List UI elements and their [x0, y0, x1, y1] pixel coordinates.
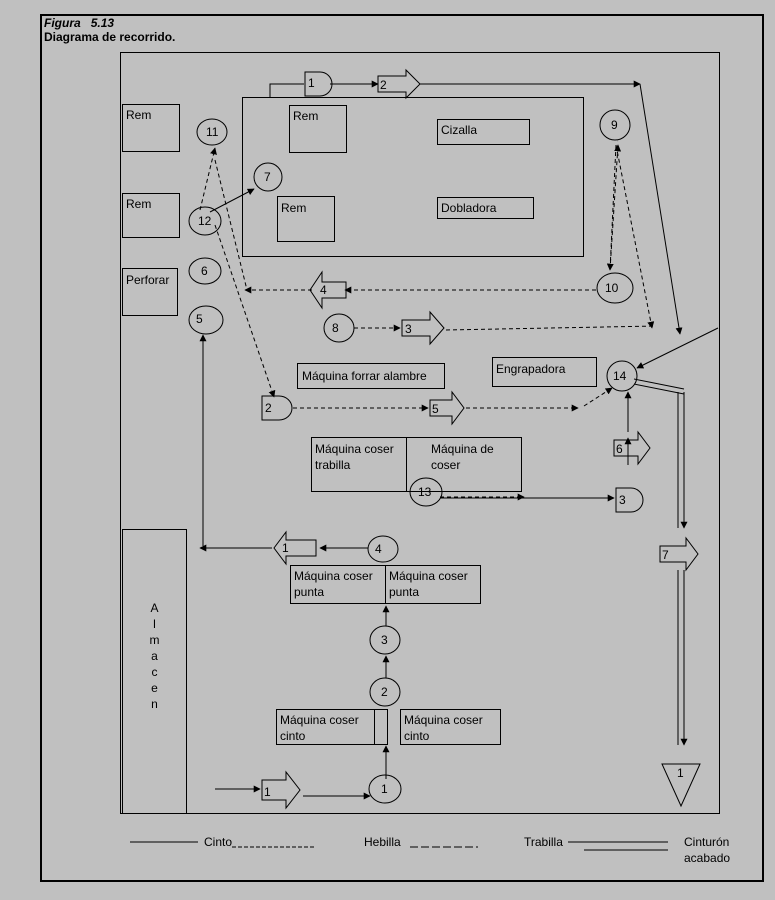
legend-trabilla: Trabilla [524, 835, 563, 849]
operation-3 [369, 625, 401, 655]
legend-acabado-1: Cinturón [684, 835, 730, 849]
operation-10 [596, 272, 634, 304]
transport-5-label: 5 [432, 402, 439, 416]
operation-8 [323, 313, 355, 343]
legend-acabado-2: acabado [684, 851, 731, 865]
area-perforar: Perforar [122, 268, 178, 316]
area-rem-2: Rem [122, 193, 180, 238]
area-coser-cinto-right: Máquina coser cinto [400, 709, 501, 745]
legend-hebilla: Hebilla [364, 835, 401, 849]
transport-6-label: 6 [616, 442, 623, 456]
area-coser-punta-right: Máquina coser punta [385, 565, 481, 604]
op-3-label: 3 [381, 633, 388, 647]
area-rem-4: Rem [277, 196, 335, 242]
transport-4 [309, 270, 347, 310]
delay-2-label: 2 [265, 401, 272, 415]
machine-gap [374, 709, 388, 745]
area-dobladora: Dobladora [437, 197, 534, 219]
operation-13 [409, 477, 443, 507]
transport-7 [659, 536, 699, 572]
operation-11 [196, 118, 228, 146]
delay-1 [304, 71, 333, 97]
transport-2 [377, 68, 421, 100]
transport-2-label: 2 [380, 78, 387, 92]
op-1-label: 1 [381, 782, 388, 796]
area-coser-punta-left: Máquina coser punta [290, 565, 386, 604]
delay-2 [261, 395, 293, 421]
op-9-label: 9 [611, 118, 618, 132]
transport-1-top-label: 1 [282, 541, 289, 555]
delay-3-label: 3 [619, 493, 626, 507]
transport-1-bottom [261, 770, 301, 810]
transport-3-label: 3 [405, 322, 412, 336]
sheet-metal-area [242, 97, 584, 257]
transport-5 [429, 390, 465, 426]
area-forrar-alambre: Máquina forrar alambre [297, 363, 445, 389]
operation-5 [188, 305, 224, 335]
operation-1 [368, 774, 402, 804]
storage-1-label: 1 [677, 766, 684, 780]
op-6-label: 6 [201, 264, 208, 278]
area-engrapadora: Engrapadora [492, 357, 597, 387]
operation-4 [367, 535, 399, 563]
area-cizalla: Cizalla [437, 119, 530, 145]
area-coser: Máquina de coser [406, 437, 522, 492]
operation-12 [188, 206, 222, 236]
legend-cinto: Cinto [204, 835, 233, 849]
delay-3 [615, 487, 644, 513]
op-4-label: 4 [375, 542, 382, 556]
plant-outline [120, 52, 720, 814]
op-10-label: 10 [605, 281, 619, 295]
op-2-label: 2 [381, 685, 388, 699]
transport-1-top [273, 530, 317, 566]
figure-subtitle: Diagrama de recorrido. [44, 30, 176, 44]
transport-1-bottom-label: 1 [264, 785, 271, 799]
op-13-label: 13 [418, 485, 432, 499]
transport-7-label: 7 [662, 548, 669, 562]
operation-14 [606, 360, 638, 392]
figure-frame [40, 14, 764, 882]
storage-1 [661, 763, 701, 808]
area-rem-1: Rem [122, 104, 180, 152]
figure-label: Figura 5.13 [44, 16, 115, 30]
op-5-label: 5 [196, 312, 203, 326]
transport-3 [401, 310, 445, 346]
op-12-label: 12 [198, 214, 212, 228]
area-rem-3: Rem [289, 105, 347, 153]
operation-2 [369, 677, 401, 707]
op-11-label: 11 [206, 125, 219, 139]
operation-6 [188, 257, 222, 285]
operation-9 [599, 109, 631, 141]
operation-7 [253, 162, 283, 192]
transport-6 [613, 430, 651, 466]
op-14-label: 14 [613, 369, 627, 383]
area-coser-trabilla: Máquina coser trabilla [311, 437, 407, 492]
op-7-label: 7 [264, 170, 271, 184]
op-8-label: 8 [332, 321, 339, 335]
delay-1-label: 1 [308, 76, 315, 90]
transport-4-label: 4 [320, 283, 327, 297]
